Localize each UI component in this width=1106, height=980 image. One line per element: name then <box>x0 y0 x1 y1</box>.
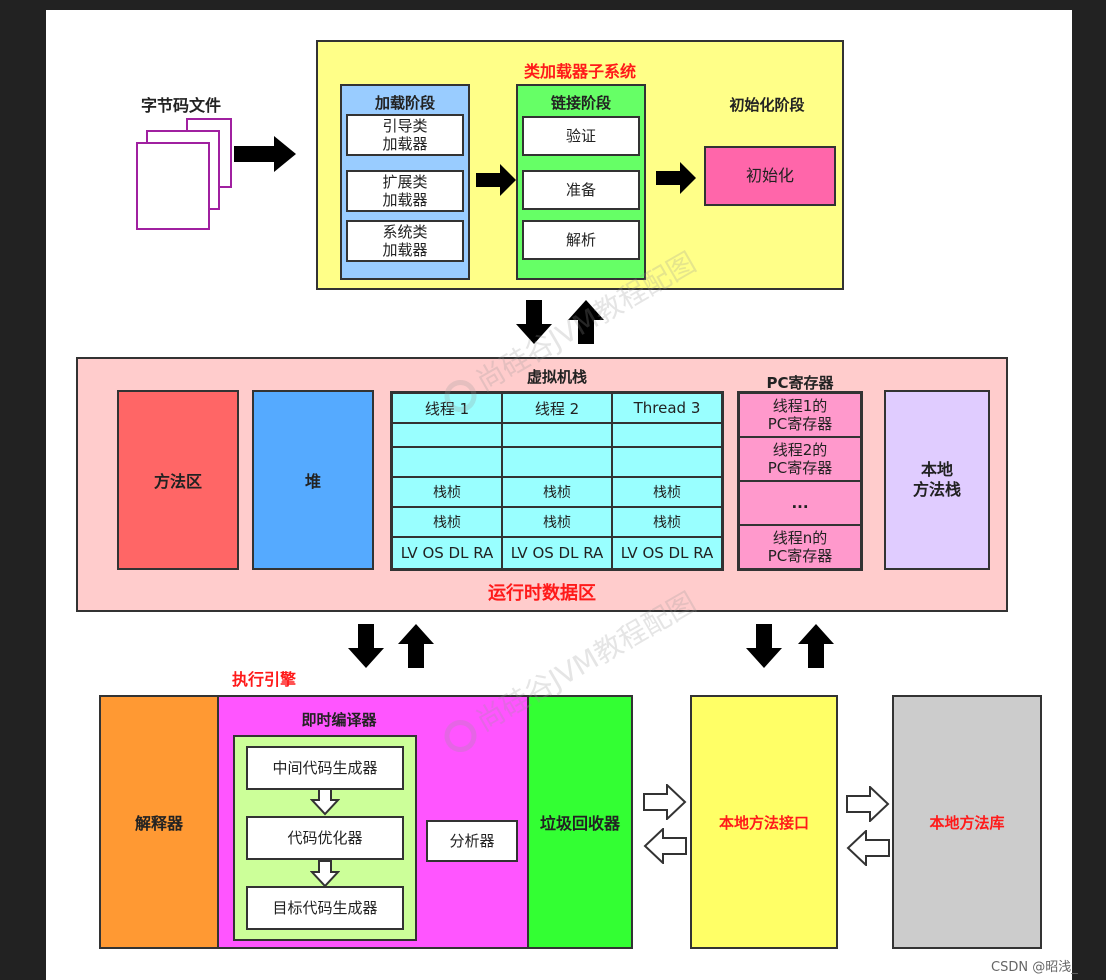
arrow-left-outline-icon <box>643 828 687 864</box>
vm-stack-empty-cell <box>612 423 722 447</box>
vm-stack-empty-cell <box>502 423 612 447</box>
stack-frame: 栈桢 <box>502 477 612 507</box>
resolve-step: 解析 <box>522 220 640 260</box>
bytecode-label: 字节码文件 <box>141 96 222 115</box>
credit: CSDN @昭浅_ <box>991 960 1078 975</box>
garbage-collector: 垃圾回收器 <box>527 695 633 949</box>
class-loader-title: 类加载器子系统 <box>523 62 636 81</box>
stack-frame: 栈桢 <box>612 477 722 507</box>
loading-phase-title: 加载阶段 <box>374 94 435 112</box>
method-area: 方法区 <box>117 390 239 570</box>
frame-details: LV OS DL RA <box>612 537 722 569</box>
verify-step: 验证 <box>522 116 640 156</box>
vm-stack-column-header: 线程 1 <box>392 393 502 423</box>
vm-stack-column-header: Thread 3 <box>612 393 722 423</box>
pc-register-title: PC寄存器 <box>766 374 834 392</box>
vm-stack-empty-cell <box>392 447 502 477</box>
bootstrap-loader: 引导类 加载器 <box>346 114 464 156</box>
interpreter: 解释器 <box>99 695 219 949</box>
stack-frame: 栈桢 <box>392 507 502 537</box>
extension-loader: 扩展类 加载器 <box>346 170 464 212</box>
arrow-down-icon <box>746 624 782 668</box>
frame-details: LV OS DL RA <box>502 537 612 569</box>
arrow-right-icon <box>656 162 696 194</box>
diagram-canvas: 字节码文件 类加载器子系统 加载阶段 链接阶段 初始化阶段 初始化 引导类 加载… <box>46 10 1078 980</box>
arrow-down-outline-icon <box>310 860 340 888</box>
runtime-title: 运行时数据区 <box>488 583 596 604</box>
vm-stack-title: 虚拟机栈 <box>526 368 587 386</box>
arrow-right-outline-icon <box>643 784 687 820</box>
stack-frame: 栈桢 <box>502 507 612 537</box>
vm-stack-column-header: 线程 2 <box>502 393 612 423</box>
intermediate-code-generator: 中间代码生成器 <box>246 746 404 790</box>
frame-details: LV OS DL RA <box>392 537 502 569</box>
execution-engine-title: 执行引擎 <box>232 670 297 689</box>
arrow-down-icon <box>348 624 384 668</box>
arrow-up-icon <box>798 624 834 668</box>
stack-frame: 栈桢 <box>392 477 502 507</box>
system-loader: 系统类 加载器 <box>346 220 464 262</box>
pc-register-item: 线程1的 PC寄存器 <box>739 393 861 437</box>
arrow-right-outline-icon <box>846 786 890 822</box>
pc-register-item: ... <box>739 481 861 525</box>
native-method-stack: 本地 方法栈 <box>884 390 990 570</box>
native-method-interface: 本地方法接口 <box>690 695 838 949</box>
init-phase-title: 初始化阶段 <box>729 96 805 114</box>
target-code-generator: 目标代码生成器 <box>246 886 404 930</box>
arrow-up-icon <box>568 300 604 344</box>
arrow-right-icon <box>476 164 516 196</box>
pc-register-item: 线程n的 PC寄存器 <box>739 525 861 569</box>
analyzer: 分析器 <box>426 820 518 862</box>
arrow-right-icon <box>234 136 296 172</box>
init-box: 初始化 <box>704 146 836 206</box>
arrow-left-outline-icon <box>846 830 890 866</box>
vm-stack: 线程 1 线程 2 Thread 3 栈桢 栈桢 栈桢 栈桢 栈桢 栈桢 LV … <box>390 391 724 571</box>
arrow-down-icon <box>516 300 552 344</box>
vm-stack-empty-cell <box>392 423 502 447</box>
code-optimizer: 代码优化器 <box>246 816 404 860</box>
prepare-step: 准备 <box>522 170 640 210</box>
pc-register-item: 线程2的 PC寄存器 <box>739 437 861 481</box>
vm-stack-empty-cell <box>612 447 722 477</box>
pc-register: 线程1的 PC寄存器 线程2的 PC寄存器 ... 线程n的 PC寄存器 <box>737 391 863 571</box>
arrow-up-icon <box>398 624 434 668</box>
jit-compiler-title: 即时编译器 <box>301 711 377 729</box>
arrow-down-outline-icon <box>310 788 340 816</box>
heap: 堆 <box>252 390 374 570</box>
native-method-library: 本地方法库 <box>892 695 1042 949</box>
linking-phase-title: 链接阶段 <box>550 94 611 112</box>
vm-stack-empty-cell <box>502 447 612 477</box>
stack-frame: 栈桢 <box>612 507 722 537</box>
